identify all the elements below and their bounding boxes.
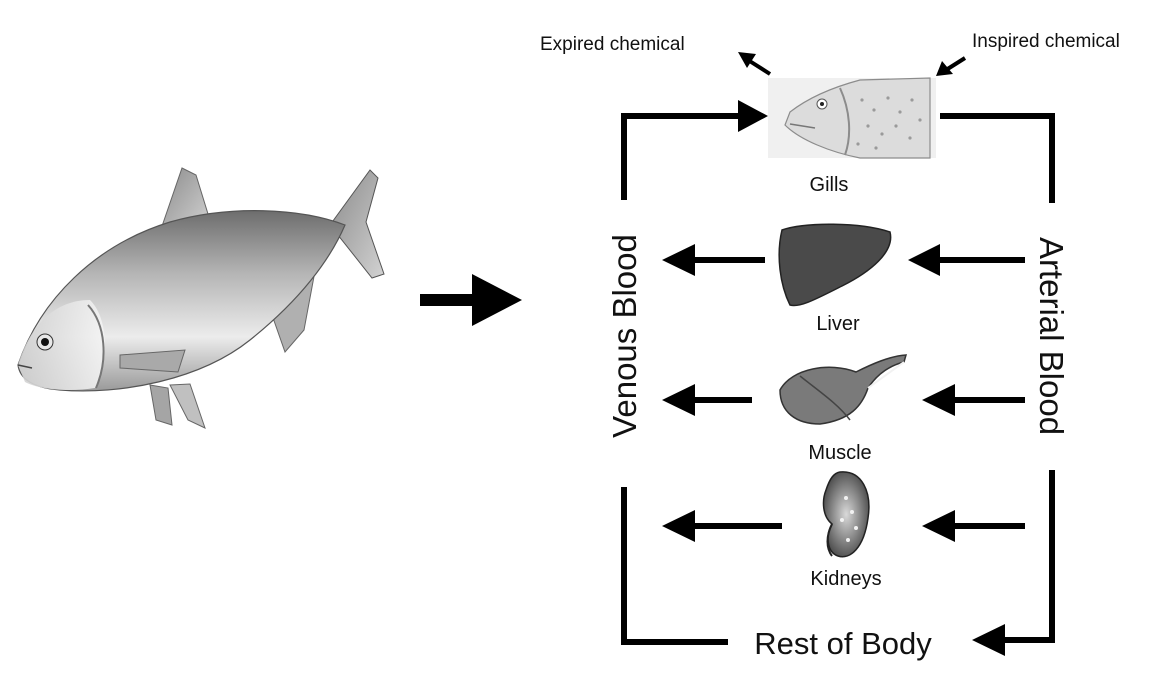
kidneys-label: Kidneys — [810, 568, 881, 590]
arterial-blood-label: Arterial Blood — [1033, 237, 1070, 435]
liver-label: Liver — [816, 313, 860, 335]
inspired-label: Inspired chemical — [972, 31, 1120, 52]
venous-to-gills-arrowhead — [738, 100, 768, 132]
arterial-to-body-arrowhead — [972, 624, 1005, 656]
expired-arrow — [738, 52, 770, 74]
fish-to-diagram-arrow — [420, 274, 522, 326]
expired-label: Expired chemical — [540, 34, 685, 55]
inspired-arrow — [936, 58, 965, 76]
venous-blood-label: Venous Blood — [606, 234, 643, 438]
muscle-label: Muscle — [808, 442, 871, 464]
liver-icon — [779, 224, 890, 305]
fish-head-gills-icon — [768, 78, 936, 158]
venous-arrows — [662, 244, 782, 542]
gills-label: Gills — [810, 174, 849, 196]
muscle-icon — [780, 355, 906, 424]
kidney-icon — [824, 472, 869, 557]
fish-icon — [18, 168, 384, 428]
rest-of-body-label: Rest of Body — [754, 626, 932, 661]
arterial-arrows — [908, 244, 1025, 542]
